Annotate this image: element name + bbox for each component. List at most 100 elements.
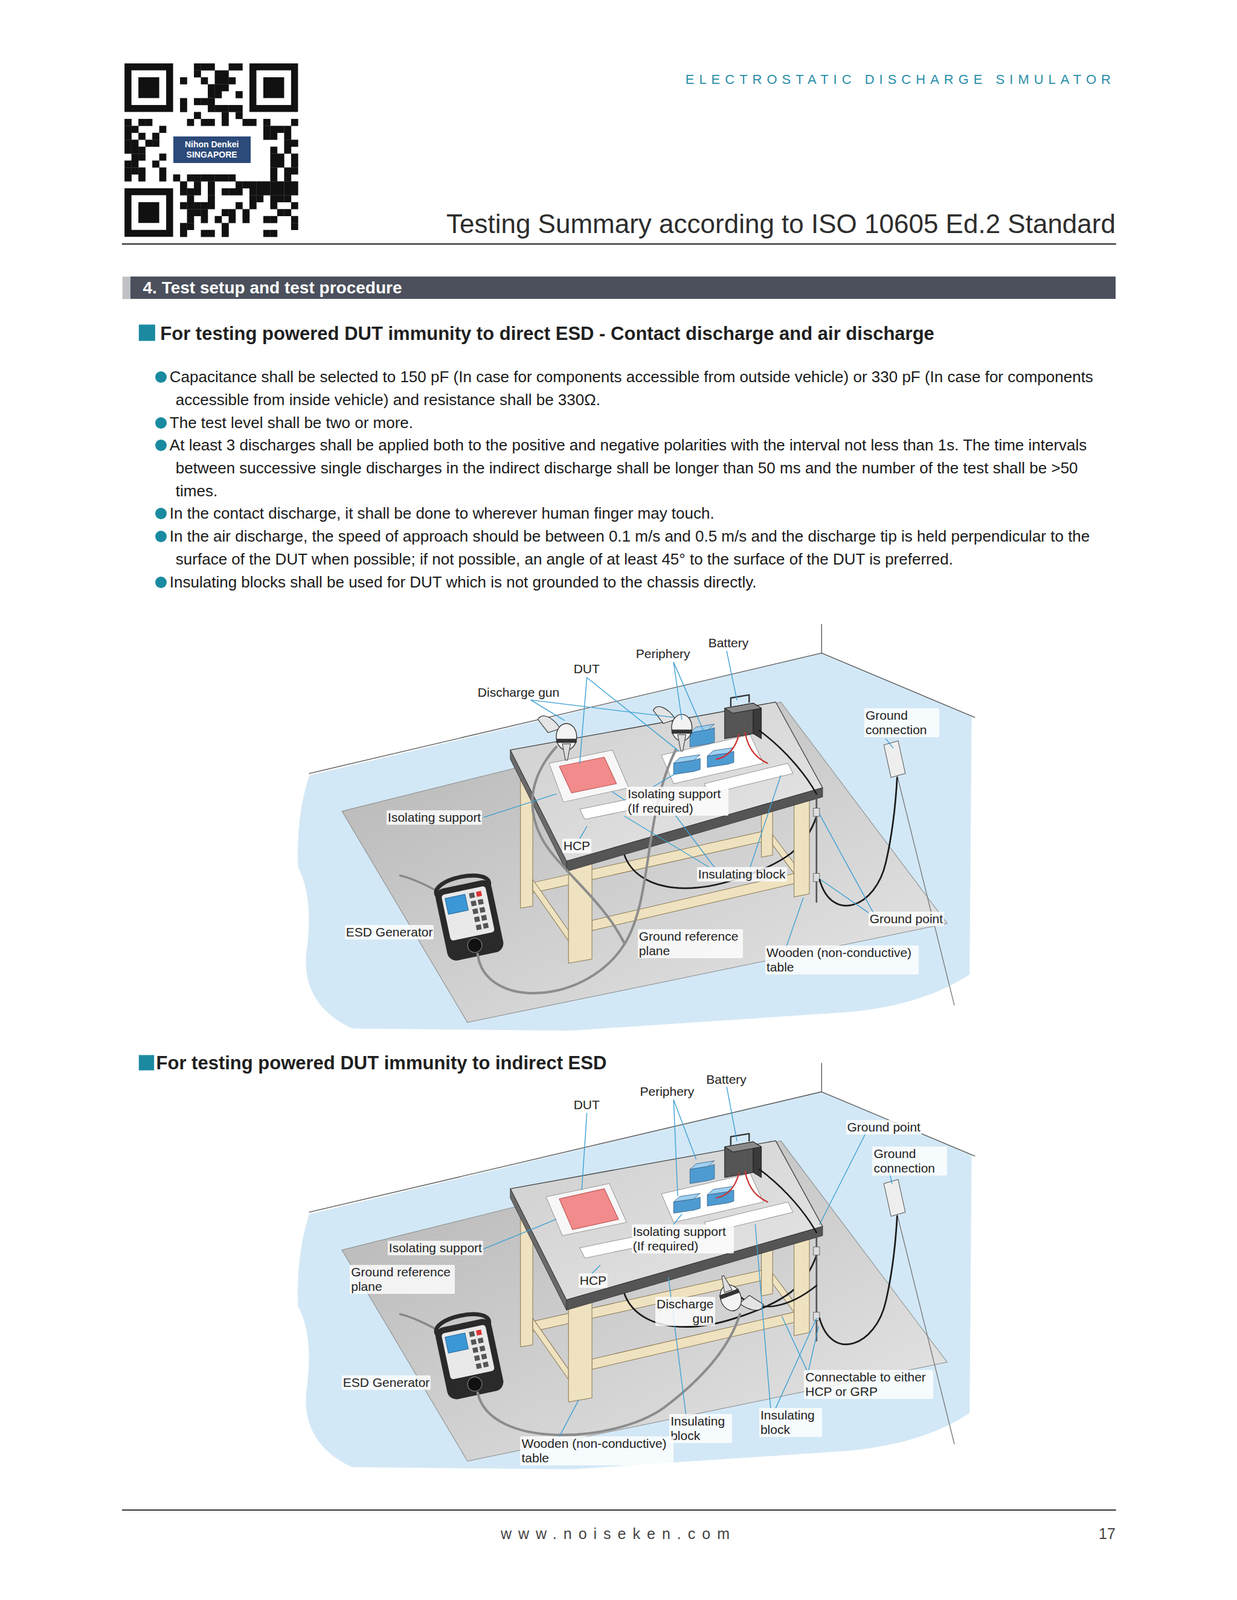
leader-line — [612, 791, 625, 801]
bullet-text: In the air discharge, the speed of appro… — [169, 527, 1090, 569]
leader-line — [820, 880, 874, 917]
qr-module — [228, 105, 237, 113]
qr-module — [215, 70, 223, 78]
bullet-item: Insulating blocks shall be used for DUT … — [155, 571, 1116, 595]
footer-url: www.noiseken.com — [0, 1525, 1237, 1544]
node-text: 4. Test setup and test procedure — [143, 276, 1116, 299]
qr-module — [269, 174, 278, 182]
qr-module — [207, 188, 216, 196]
qr-finder — [256, 70, 291, 105]
qr-module — [187, 195, 195, 203]
ground-connection-box — [883, 741, 905, 778]
wall-edge — [821, 1063, 823, 1093]
gun-ring — [556, 739, 577, 744]
qr-module — [269, 125, 278, 133]
qr-module — [207, 174, 216, 182]
part-label: Isolating support (If required) — [626, 787, 729, 817]
qr-module — [138, 146, 146, 155]
qr-finder — [249, 63, 298, 112]
qr-module — [179, 97, 188, 106]
qr-module — [201, 202, 209, 210]
gun-ring — [671, 729, 693, 734]
qr-module — [179, 202, 188, 210]
heading-square — [138, 1055, 155, 1071]
gun-tip — [677, 735, 687, 752]
battery-wire — [745, 732, 768, 764]
part-label: DUT — [572, 1098, 601, 1113]
ground-reference-plane — [341, 1140, 948, 1462]
qr-module — [221, 83, 229, 92]
generator-body — [433, 878, 505, 963]
qr-module — [187, 208, 195, 217]
qr-module — [145, 118, 153, 127]
qr-module — [291, 222, 299, 231]
qr-module — [269, 146, 278, 155]
leader-line — [886, 739, 894, 749]
qr-module — [228, 77, 237, 85]
part-label: Ground point — [868, 912, 945, 927]
qr-module — [283, 188, 292, 196]
qr-module — [207, 202, 216, 210]
qr-module — [193, 111, 202, 119]
leader-line — [755, 1224, 771, 1409]
qr-module — [159, 125, 167, 133]
qr-module — [124, 174, 132, 182]
qr-module — [283, 132, 292, 141]
qr-module — [221, 230, 229, 238]
qr-module — [291, 216, 299, 224]
qr-module — [242, 118, 250, 127]
part-label: ESD Generator — [341, 1375, 432, 1391]
battery-wire — [745, 1171, 768, 1203]
leader-line — [483, 1219, 557, 1250]
qr-module — [269, 167, 278, 175]
table-leg — [568, 1302, 592, 1403]
qr-finder — [131, 70, 167, 105]
battery-frame — [730, 1134, 749, 1146]
isolating-support — [546, 1183, 627, 1236]
table-leg — [568, 863, 592, 964]
ground-point-marker — [813, 1247, 820, 1256]
qr-module — [283, 125, 292, 133]
qr-module — [193, 97, 202, 106]
qr-finder — [138, 77, 159, 98]
qr-module — [269, 216, 278, 224]
bullet-item: Capacitance shall be selected to 150 pF … — [155, 366, 1116, 412]
qr-module — [277, 181, 285, 189]
qr-module — [228, 216, 237, 224]
leader-line — [530, 700, 565, 721]
qr-module — [283, 208, 292, 217]
generator-body — [433, 1317, 505, 1402]
part-label: Isolating support — [387, 1241, 484, 1256]
bullet-item: In the air discharge, the speed of appro… — [155, 525, 1116, 571]
part-label: Battery — [704, 1072, 748, 1088]
table-bar — [532, 880, 569, 942]
ground-connection-box — [883, 1180, 905, 1218]
periphery-box — [673, 755, 701, 764]
generator-panel — [440, 1325, 495, 1381]
qr-module — [249, 181, 257, 189]
generator-button — [475, 924, 482, 931]
qr-module — [124, 167, 132, 175]
qr-module — [263, 181, 271, 189]
leader-line — [819, 1134, 866, 1225]
qr-module — [124, 132, 132, 141]
room-floor — [297, 1092, 972, 1470]
qr-module — [187, 174, 195, 182]
logo-badge: Nihon Denkei SINGAPORE — [173, 136, 251, 164]
generator-button — [468, 892, 475, 899]
generator-button — [480, 915, 487, 922]
qr-module — [124, 125, 132, 133]
leader-line — [726, 1087, 737, 1142]
qr-module — [201, 216, 209, 224]
leader-line — [750, 775, 781, 868]
page-number: 17 — [1098, 1525, 1116, 1544]
band-stripe — [122, 276, 132, 299]
discharge-gun — [713, 1266, 765, 1322]
qr-module — [269, 132, 278, 141]
qr-module — [228, 208, 237, 217]
part-label: HCP — [562, 838, 592, 854]
generator-button — [482, 922, 489, 929]
qr-module — [263, 132, 271, 141]
